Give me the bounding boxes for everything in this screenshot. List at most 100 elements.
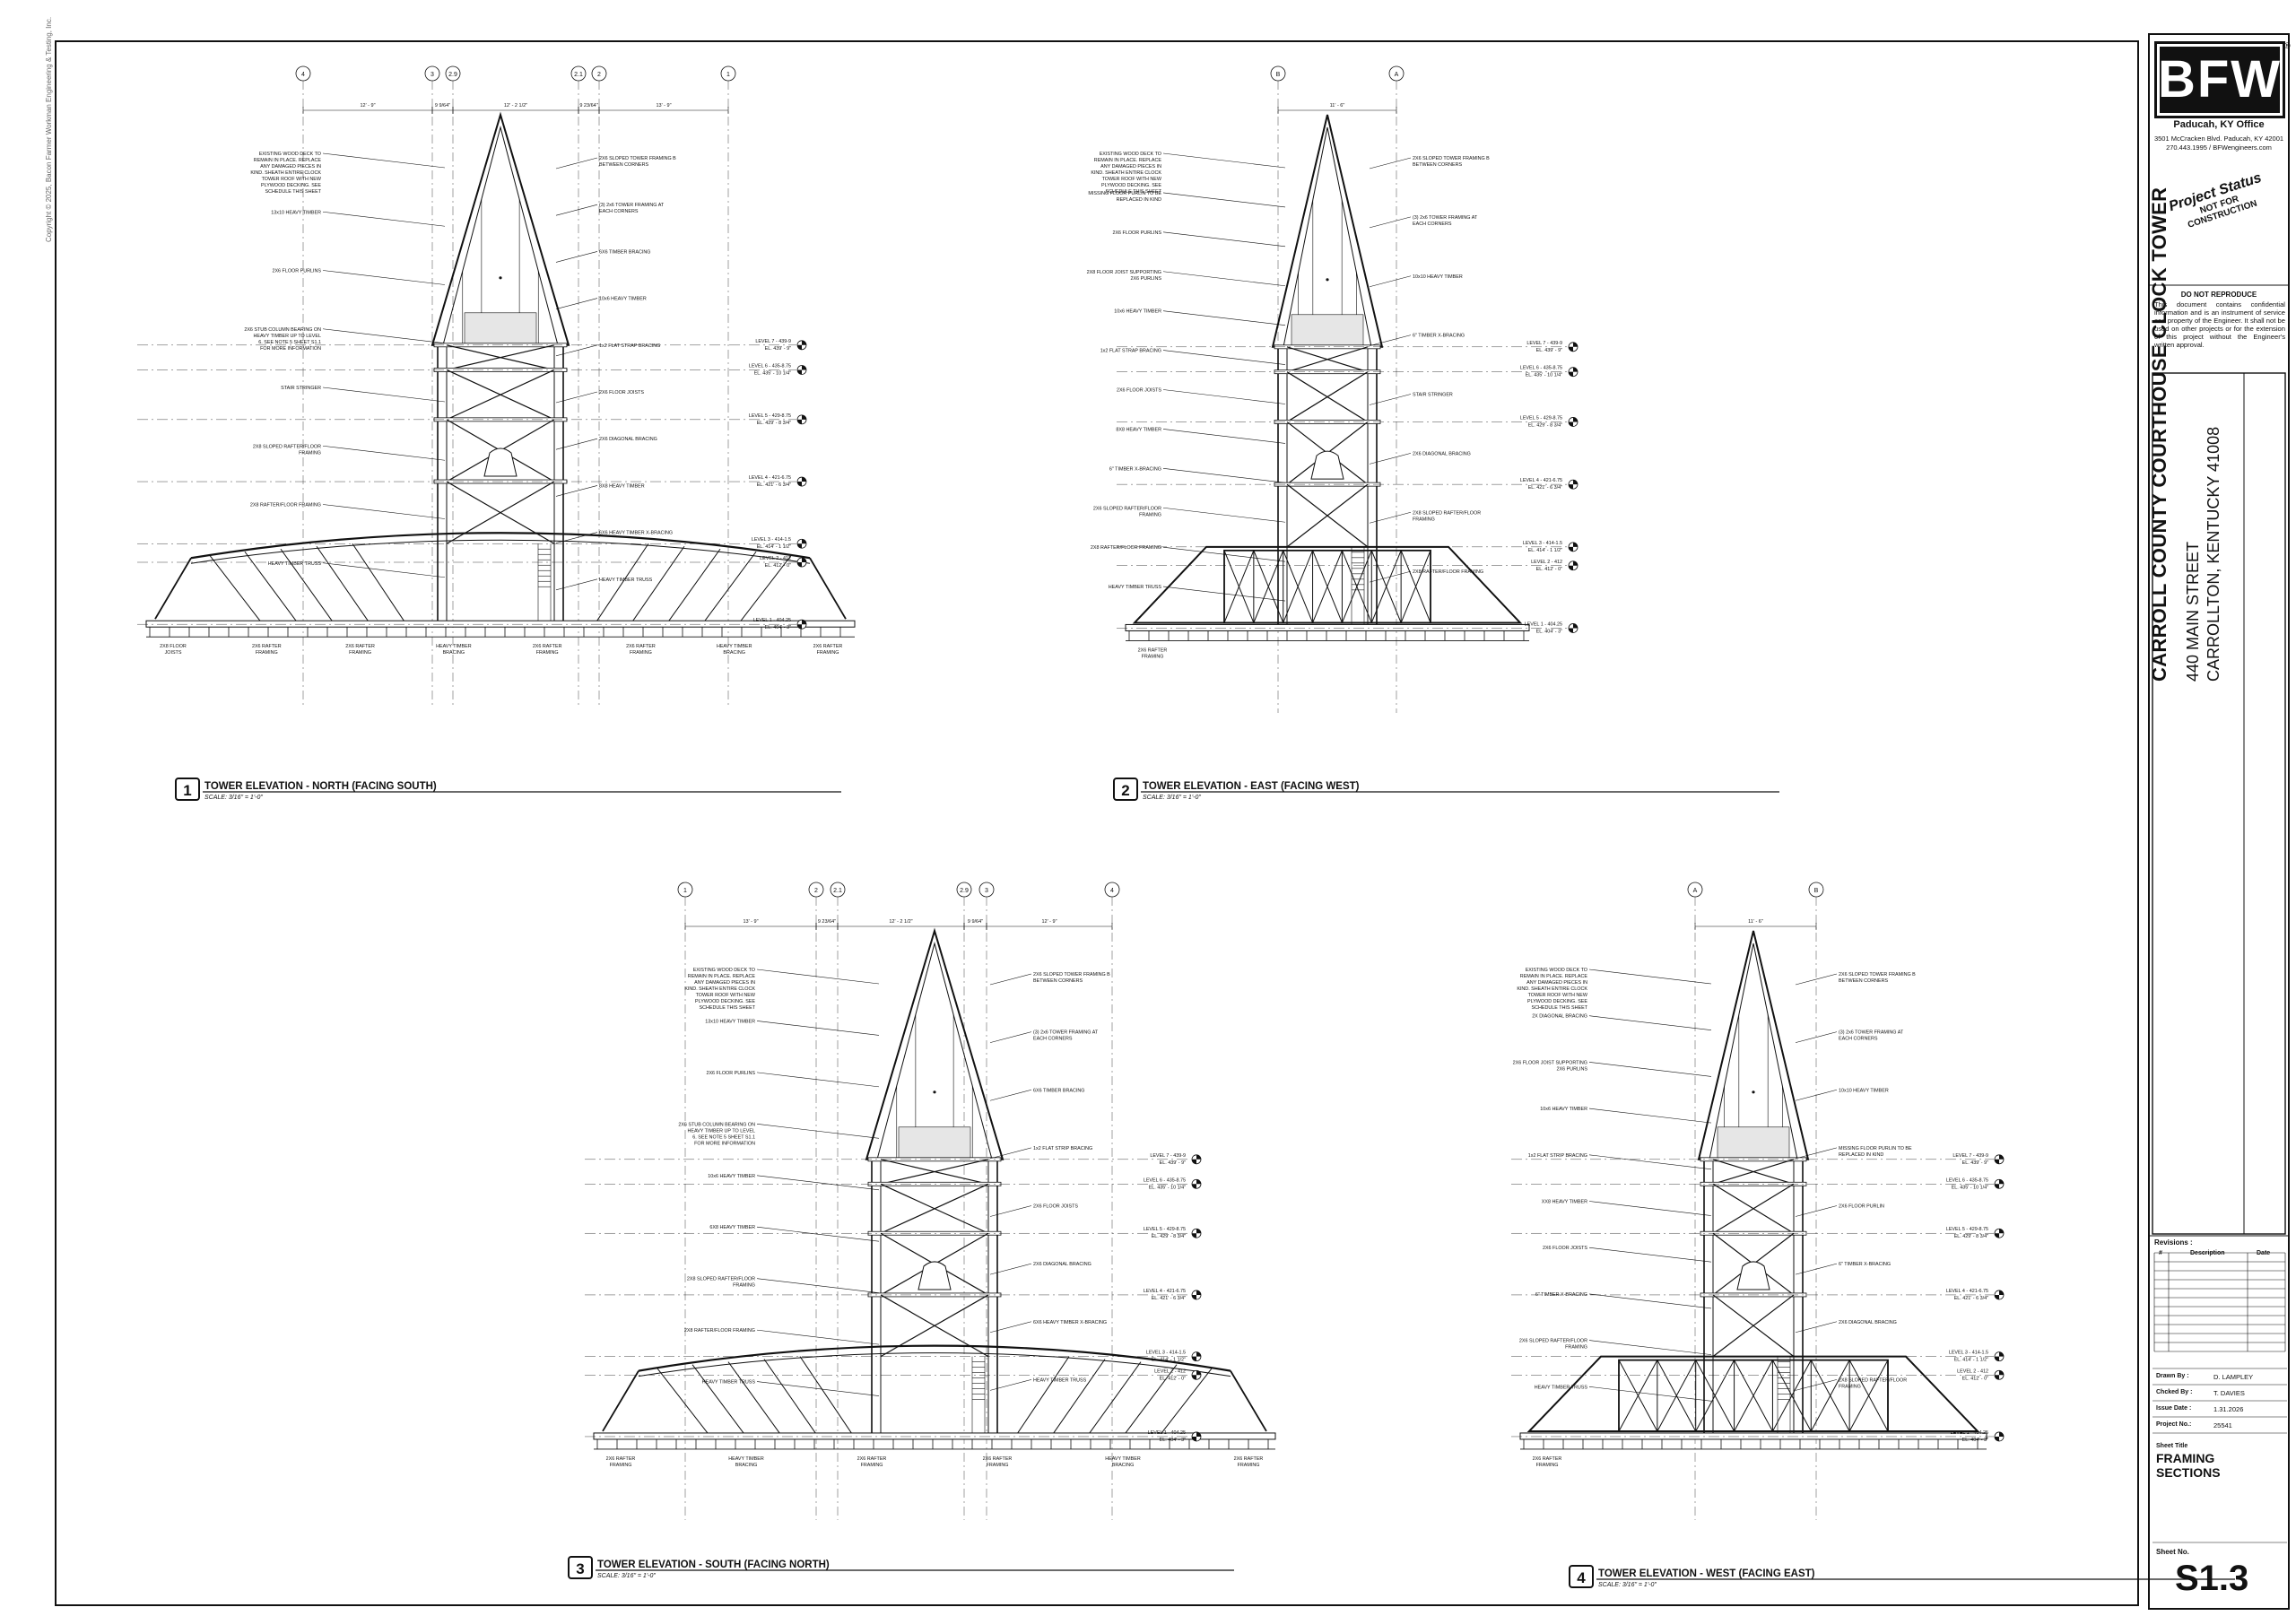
level-elevation: EL. 412' - 0" — [765, 563, 791, 569]
heavy-timber-brace — [1122, 1364, 1178, 1438]
bottom-callout: HEAVY TIMBER — [728, 1456, 764, 1462]
bottom-callout: 2X6 RAFTER — [1234, 1456, 1264, 1462]
leader-line — [1162, 586, 1286, 602]
level-name: LEVEL 4 - 421-6.75 — [1946, 1289, 1988, 1294]
callout-text: FOR MORE INFORMATION — [260, 346, 321, 352]
view-number: 3 — [576, 1560, 584, 1577]
level-marker-fill — [1569, 623, 1578, 633]
leader-line — [1795, 1205, 1838, 1217]
leader-line — [555, 251, 598, 263]
leader-line — [322, 270, 446, 285]
callout-text: 13x10 HEAVY TIMBER — [271, 210, 321, 215]
heavy-timber-brace — [656, 1367, 711, 1438]
heavy-timber-brace — [352, 543, 407, 625]
callout-text: 6X6 TIMBER BRACING — [599, 249, 650, 255]
truss-web — [1341, 550, 1372, 623]
heavy-timber-brace — [763, 1359, 819, 1438]
spire-dot — [499, 276, 502, 280]
office-contact: 270.443.1995 / BFWengineers.com — [2166, 143, 2272, 152]
callout-text: 6X8 HEAVY TIMBER — [709, 1225, 755, 1230]
callout-text: (3) 2x6 TOWER FRAMING AT — [1413, 215, 1478, 221]
office-name: Paducah, KY Office — [2173, 119, 2265, 130]
level-elevation: EL. 439' - 9" — [765, 346, 791, 352]
callout-text: XX8 HEAVY TIMBER — [1542, 1200, 1587, 1205]
leader-line — [555, 391, 598, 404]
callout-text: FRAMING — [299, 450, 321, 456]
callout-text: FOR MORE INFORMATION — [694, 1141, 755, 1146]
level-name: LEVEL 2 - 412 — [760, 556, 791, 561]
callout-text: BETWEEN CORNERS — [1839, 978, 1889, 984]
level-name: LEVEL 2 - 412 — [1957, 1368, 1988, 1374]
level-name: LEVEL 5 - 429-8.75 — [749, 413, 791, 419]
callout-text: TOWER ROOF WITH NEW — [1528, 993, 1588, 998]
level-name: LEVEL 1 - 404.25 — [753, 618, 791, 623]
leader-line — [1795, 1031, 1838, 1043]
drawing-border — [55, 40, 2139, 1606]
callout-text: 6" TIMBER X-BRACING — [1839, 1262, 1891, 1267]
callout-text: ANY DAMAGED PIECES IN — [260, 164, 321, 169]
level-name: LEVEL 3 - 414-1.5 — [752, 537, 791, 543]
level-marker-fill — [1995, 1351, 2004, 1361]
do-not-reproduce: DO NOT REPRODUCE — [2180, 291, 2257, 299]
leader-line — [989, 1147, 1032, 1160]
revisions-label: Revisions : — [2154, 1238, 2193, 1247]
arched-truss-chord — [190, 532, 811, 560]
clock-housing — [1717, 1126, 1790, 1160]
heavy-timber-brace — [1158, 1367, 1213, 1438]
level-elevation: EL. 439' - 9" — [1160, 1160, 1186, 1166]
issue-date-label: Issue Date : — [2156, 1405, 2192, 1412]
level-elevation: EL. 421' - 6 3/4" — [1152, 1296, 1186, 1301]
level-marker-fill — [1569, 417, 1578, 427]
callout-text: 10x6 HEAVY TIMBER — [599, 297, 647, 302]
view-title: TOWER ELEVATION - WEST (FACING EAST) — [1598, 1568, 1815, 1579]
bottom-callout: HEAVY TIMBER — [436, 644, 472, 649]
level-marker-fill — [797, 365, 806, 375]
view-number-box — [568, 1556, 593, 1579]
leader-line — [1369, 453, 1412, 465]
office-address: 3501 McCracken Blvd. Paducah, KY 42001 — [2153, 135, 2284, 143]
level-name: LEVEL 2 - 412 — [1531, 560, 1562, 565]
leader-line — [1369, 275, 1412, 288]
leader-line — [756, 1381, 880, 1396]
callout-text: EXISTING WOOD DECK TO — [693, 968, 755, 973]
spire-inner-roof — [442, 126, 559, 346]
bottom-callout: FRAMING — [987, 1463, 1009, 1468]
level-name: LEVEL 7 - 439-9 — [1150, 1153, 1186, 1159]
dimension-text: 12' - 2 1/2" — [504, 103, 527, 109]
callout-text: 2X6 DIAGONAL BRACING — [599, 437, 657, 442]
bottom-callout: BRACING — [723, 650, 745, 656]
callout-text: REMAIN IN PLACE. REPLACE — [1094, 158, 1162, 163]
heavy-timber-brace — [208, 553, 264, 625]
callout-text: 2X8 RAFTER/FLOOR FRAMING — [1091, 545, 1161, 551]
truss-web — [1734, 1360, 1773, 1432]
callout-text: 10x6 HEAVY TIMBER — [1114, 309, 1161, 315]
callout-text: 2X6 FLOOR PURLINS — [706, 1071, 755, 1076]
level-name: LEVEL 6 - 435-8.75 — [1144, 1177, 1186, 1183]
callout-text: 6" TIMBER X-BRACING — [1109, 466, 1161, 472]
callout-text: ANY DAMAGED PIECES IN — [694, 980, 755, 986]
level-marker-fill — [797, 539, 806, 549]
dimension-text: 11' - 6" — [1330, 103, 1345, 109]
callout-text: REMAIN IN PLACE. REPLACE — [688, 974, 756, 979]
level-elevation: EL. 414' - 1 1/2" — [1152, 1358, 1186, 1363]
floor-framing — [593, 1432, 1276, 1440]
level-elevation: EL. 414' - 1 1/2" — [1528, 548, 1562, 553]
grid-label: 4 — [301, 72, 305, 78]
truss-web — [1312, 550, 1343, 623]
view-title: TOWER ELEVATION - NORTH (FACING SOUTH) — [204, 781, 437, 792]
project-info: CARROLL COUNTY COURTHOUSE CLOCK TOWER 44… — [2148, 187, 2223, 682]
level-marker-fill — [797, 558, 806, 567]
level-name: LEVEL 1 - 404.25 — [1951, 1430, 1988, 1436]
level-name: LEVEL 5 - 429-8.75 — [1946, 1227, 1988, 1232]
leader-line — [1162, 152, 1286, 169]
bottom-callout: FRAMING — [536, 650, 559, 656]
heavy-timber-brace — [799, 1356, 855, 1438]
level-name: LEVEL 1 - 404.25 — [1525, 621, 1562, 627]
leader-line — [989, 973, 1032, 986]
leader-line — [756, 1278, 880, 1293]
level-marker-fill — [1569, 542, 1578, 552]
bell — [1736, 1261, 1770, 1290]
bell — [483, 447, 517, 477]
level-name: LEVEL 7 - 439-9 — [755, 339, 791, 344]
tower-shaft — [437, 343, 564, 625]
